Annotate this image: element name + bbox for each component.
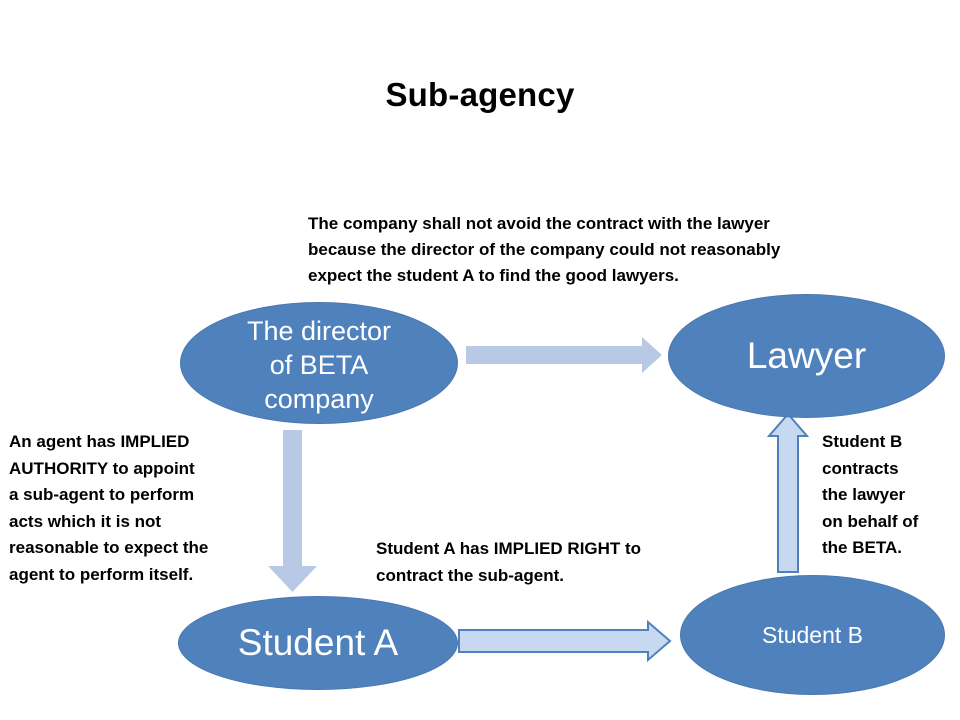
note-implied-authority: An agent has IMPLIED AUTHORITY to appoin… <box>9 432 209 584</box>
node-student-b: Student B <box>680 575 945 695</box>
node-lawyer: Lawyer <box>668 294 945 418</box>
arrow-director-to-lawyer <box>466 337 662 373</box>
node-lawyer-label: Lawyer <box>746 335 867 376</box>
note-student-b-contracts: Student B contracts the lawyer on behalf… <box>822 432 919 557</box>
slide-title: Sub-agency <box>385 76 575 113</box>
note-implied-right: Student A has IMPLIED RIGHT to contract … <box>376 539 642 585</box>
arrow-student-a-to-student-b <box>458 619 672 663</box>
node-student-a: Student A <box>178 596 458 690</box>
node-director: The director of BETA company <box>180 302 458 424</box>
arrow-student-b-to-lawyer <box>766 412 810 573</box>
note-company-liability: The company shall not avoid the contract… <box>308 214 781 285</box>
arrow-director-to-student-a <box>268 430 317 592</box>
node-student-b-label: Student B <box>761 621 864 648</box>
node-director-label: The director of BETA company <box>246 316 392 414</box>
node-student-a-label: Student A <box>237 622 399 663</box>
